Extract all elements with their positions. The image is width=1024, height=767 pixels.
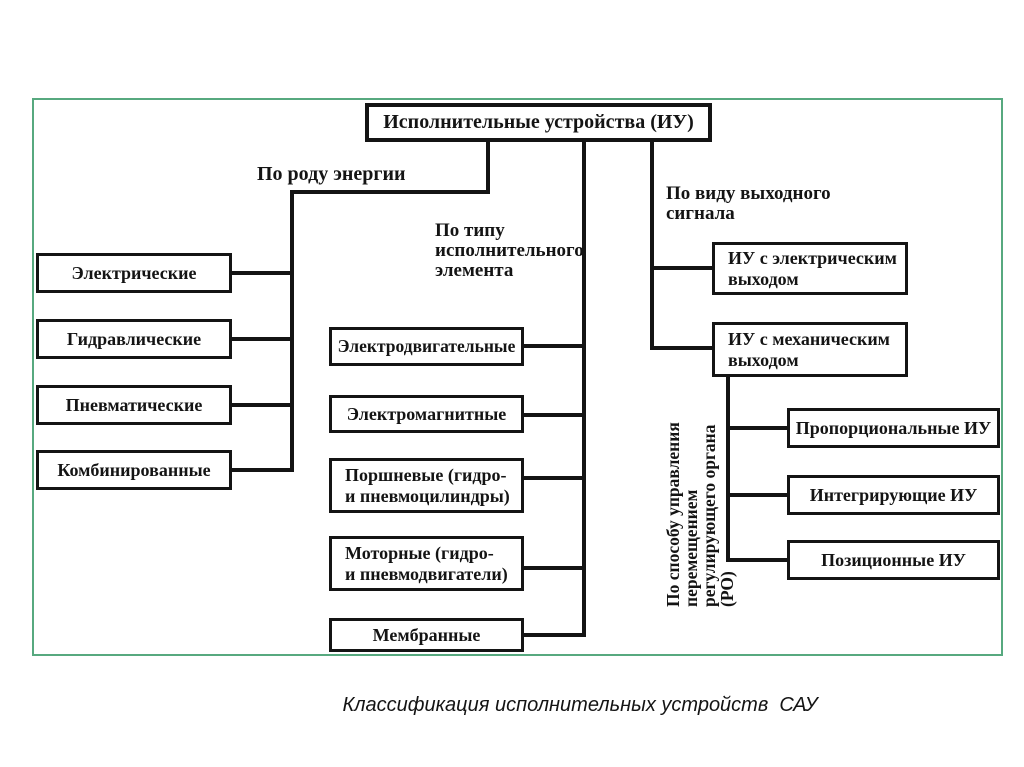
connector-stub-electric — [230, 271, 294, 275]
node-hydraulic: Гидравлические — [36, 319, 232, 359]
node-pneumatic: Пневматические — [36, 385, 232, 425]
connector-energy-spine — [290, 190, 294, 472]
connector-stub-piston — [520, 476, 582, 480]
branch-label-control-method: По способу управления перемещением регул… — [663, 422, 737, 607]
connector-signal-spine — [650, 140, 654, 350]
connector-stub-proportional — [730, 426, 787, 430]
node-combined: Комбинированные — [36, 450, 232, 490]
connector-stub-membrane — [520, 633, 582, 637]
connector-control-spine — [726, 374, 730, 562]
node-electric: Электрические — [36, 253, 232, 293]
node-piston: Поршневые (гидро- и пневмоцилиндры) — [329, 458, 524, 513]
node-electric-output: ИУ с электрическим выходом — [712, 242, 908, 295]
connector-stub-pneumatic — [230, 403, 294, 407]
connector-stub-electric-output — [654, 266, 712, 270]
node-mechanical-output: ИУ с механическим выходом — [712, 322, 908, 377]
connector-stub-hydraulic — [230, 337, 294, 341]
branch-label-energy: По роду энергии — [257, 163, 406, 185]
connector-stub-motor — [520, 566, 582, 570]
branch-label-output-signal: По виду выходного сигнала — [666, 183, 831, 224]
node-electromagnetic: Электромагнитные — [329, 395, 524, 433]
connector-element-spine — [582, 140, 586, 637]
connector-root-energy — [486, 140, 490, 193]
connector-stub-electromagnetic — [520, 413, 582, 417]
root-node: Исполнительные устройства (ИУ) — [365, 103, 712, 142]
node-integrating: Интегрирующие ИУ — [787, 475, 1000, 515]
diagram-frame — [32, 98, 1003, 656]
connector-stub-integrating — [730, 493, 787, 497]
connector-energy-horizontal — [290, 190, 490, 194]
connector-stub-combined — [230, 468, 294, 472]
connector-stub-mechanical-output — [654, 346, 712, 350]
node-proportional: Пропорциональные ИУ — [787, 408, 1000, 448]
node-membrane: Мембранные — [329, 618, 524, 652]
branch-label-element-type: По типу исполнительного элемента — [435, 220, 584, 281]
caption: Классификация исполнительных устройств С… — [342, 694, 818, 716]
node-positional: Позиционные ИУ — [787, 540, 1000, 580]
node-electromotor: Электродвигательные — [329, 327, 524, 366]
connector-stub-electromotor — [520, 344, 582, 348]
node-motor: Моторные (гидро- и пневмодвигатели) — [329, 536, 524, 591]
connector-stub-positional — [730, 558, 787, 562]
